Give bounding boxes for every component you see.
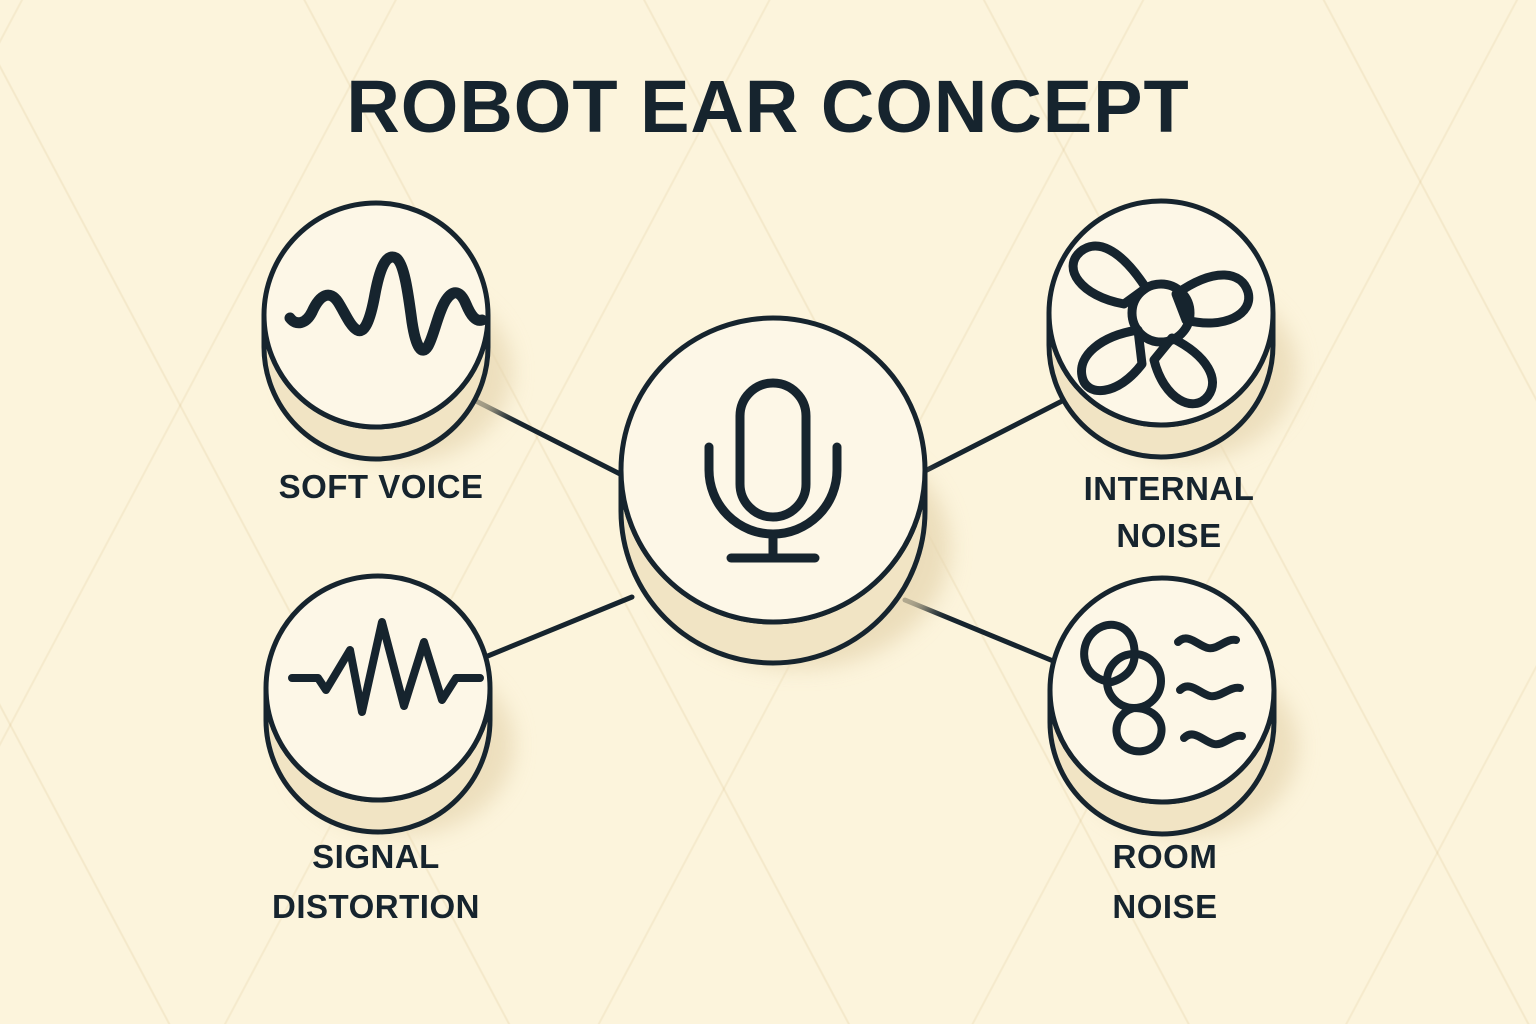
soft-voice-puck-top <box>261 200 491 430</box>
page-title: ROBOT EAR CONCEPT <box>346 65 1189 148</box>
soft-voice-puck-side <box>264 315 488 459</box>
microphone-icon <box>704 378 842 563</box>
node-label-room-noise-line2: NOISE <box>1112 888 1217 925</box>
node-label-soft-voice: SOFT VOICE <box>279 468 484 505</box>
center-puck-top <box>618 315 928 625</box>
connector-center-signal-distortion <box>475 594 635 663</box>
node-internal-noise[interactable] <box>1046 198 1297 460</box>
node-signal-distortion[interactable] <box>263 573 514 835</box>
fan-with-airflow-icon <box>1080 620 1246 756</box>
connector-center-room-noise <box>902 597 1061 666</box>
node-label-internal-noise-line1: INTERNAL <box>1084 470 1255 507</box>
node-label-room-noise-line1: ROOM <box>1113 838 1218 875</box>
node-center-microphone[interactable] <box>618 315 950 668</box>
node-label-signal-distortion-line2: DISTORTION <box>272 888 480 925</box>
connector-center-internal-noise <box>922 395 1071 474</box>
node-room-noise[interactable] <box>1047 575 1298 837</box>
center-puck-side <box>621 470 925 663</box>
room-noise-puck-side <box>1050 690 1274 834</box>
signal-distortion-puck-side <box>266 688 490 832</box>
fan-icon <box>1068 241 1254 409</box>
node-soft-voice[interactable] <box>261 200 512 462</box>
node-label-signal-distortion-line1: SIGNAL <box>312 838 440 875</box>
smooth-waveform-icon <box>284 251 488 356</box>
spiky-waveform-icon <box>288 618 484 716</box>
node-label-internal-noise-line2: NOISE <box>1116 517 1221 554</box>
signal-distortion-puck-top <box>263 573 493 803</box>
internal-noise-puck-side <box>1049 313 1273 457</box>
internal-noise-puck-top <box>1046 198 1276 428</box>
